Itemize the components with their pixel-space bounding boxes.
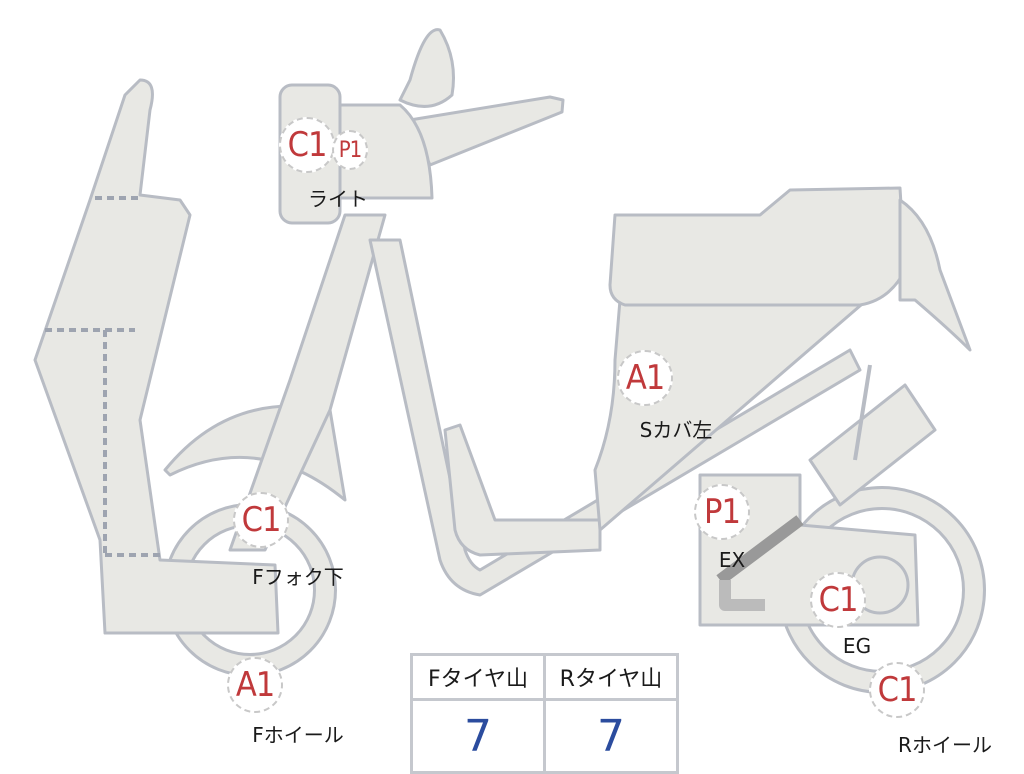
seat [608,186,907,307]
rear-shock [808,383,937,507]
code-badge-side-cover: A1 [617,350,673,406]
handlebar [408,95,565,167]
label-front-fork: Fフォク下 [252,565,344,589]
handle-cover [318,103,434,200]
header-front-tire: Fタイヤ山 [410,653,546,701]
label-engine: EG [842,634,872,658]
value-rear-tire: 7 [543,698,679,774]
code-badge-light: C1 [279,117,335,173]
front-fork [228,213,387,552]
code-badge-front-fork: C1 [233,492,289,548]
code-badge-front-wheel: A1 [227,657,283,713]
mirror [398,28,455,108]
label-light: ライト [308,187,368,211]
code-badge-engine: C1 [810,572,866,628]
header-rear-tire: Rタイヤ山 [543,653,679,701]
exhaust-pipe [716,515,804,585]
side-cover [593,278,892,532]
tail [898,198,972,352]
label-exhaust: EX [718,548,746,572]
code-badge-rear-wheel: C1 [869,662,925,718]
frame [368,238,862,597]
label-side-cover: Sカバ左 [639,418,713,442]
code-badge-exhaust: P1 [694,484,750,540]
floor-panel [443,423,602,557]
label-rear-wheel: Rホイール [898,733,992,757]
leg-shield [33,78,280,635]
code-badge-light-p: P1 [332,130,368,170]
tire-tread-table: Fタイヤ山 Rタイヤ山 7 7 [410,653,679,774]
value-front-tire: 7 [410,698,546,774]
label-front-wheel: Fホイール [252,723,344,747]
